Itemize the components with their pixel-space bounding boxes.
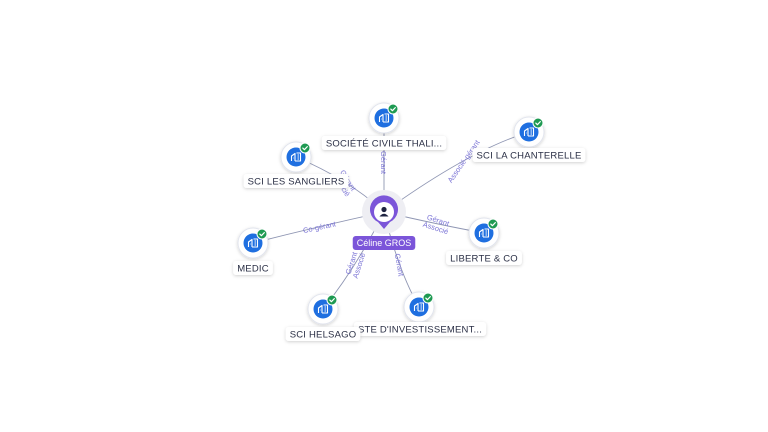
company-label-bg [243, 174, 349, 188]
company-label-liberte-and-co[interactable]: LIBERTE & CO [446, 251, 522, 265]
company-name: MEDIC [237, 263, 269, 274]
company-name: SCI LA CHANTERELLE [477, 150, 582, 161]
company-node-medic[interactable] [237, 227, 269, 259]
edge-role-text: Co-gérant [302, 219, 337, 235]
company-name: LIBERTE & CO [450, 253, 518, 264]
building-icon [243, 233, 263, 253]
company-label-sci-la-chanterelle[interactable]: SCI LA CHANTERELLE [472, 148, 586, 162]
company-label-bg [353, 322, 487, 336]
building-icon [290, 152, 302, 162]
edge-label-ste-dinvestissement: Gérant [393, 253, 406, 278]
verified-check-icon [256, 228, 268, 240]
building-icon [474, 223, 494, 243]
verified-check-icon [387, 103, 399, 115]
building-icon [413, 302, 425, 312]
verified-check-icon [422, 292, 434, 304]
company-name: SCI LES SANGLIERS [248, 176, 345, 187]
company-label-bg [446, 251, 522, 265]
verified-check-icon [532, 117, 544, 129]
edge-label-medic: Co-gérant [302, 219, 337, 235]
building-icon [478, 228, 490, 238]
company-node-sci-les-sangliers[interactable] [280, 141, 312, 173]
building-icon [519, 122, 539, 142]
company-name: SOCIÉTÉ CIVILE THALI... [326, 138, 442, 149]
center-name: Céline GROS [357, 238, 412, 248]
edge-role-text: Gérant [393, 253, 406, 278]
building-icon [313, 299, 333, 319]
company-label-bg [321, 136, 447, 150]
company-node-sci-helsago[interactable] [307, 293, 339, 325]
building-icon [317, 304, 329, 314]
center-node[interactable]: Céline GROS [352, 190, 416, 250]
company-node-liberte-and-co[interactable] [468, 217, 500, 249]
nodes-layer: SCI LES SANGLIERS SOCIÉTÉ CIVILE THALI...… [233, 102, 586, 341]
building-icon [247, 238, 259, 248]
edge-label-societe-civile-thali: Gérant [379, 151, 388, 175]
center-name-label[interactable]: Céline GROS [352, 236, 416, 250]
company-node-ste-dinvestissement[interactable] [403, 291, 435, 323]
building-icon [409, 297, 429, 317]
company-node-sci-la-chanterelle[interactable] [513, 116, 545, 148]
building-icon [374, 108, 394, 128]
person-icon [379, 206, 389, 217]
company-label-sci-helsago[interactable]: SCI HELSAGO [285, 327, 361, 341]
building-icon [378, 113, 390, 123]
edge-role-text: Gérant [379, 151, 388, 175]
company-label-bg [472, 148, 586, 162]
company-label-medic[interactable]: MEDIC [233, 261, 273, 275]
company-label-bg [233, 261, 273, 275]
company-label-sci-les-sangliers[interactable]: SCI LES SANGLIERS [243, 174, 349, 188]
company-name: SCI HELSAGO [290, 329, 357, 340]
building-icon [286, 147, 306, 167]
company-label-bg [285, 327, 361, 341]
company-node-societe-civile-thali[interactable] [368, 102, 400, 134]
building-icon [523, 127, 535, 137]
company-label-ste-dinvestissement[interactable]: STE D'INVESTISSEMENT... [353, 322, 487, 336]
verified-check-icon [487, 218, 499, 230]
verified-check-icon [299, 142, 311, 154]
company-name: STE D'INVESTISSEMENT... [358, 324, 482, 335]
verified-check-icon [326, 294, 338, 306]
company-label-societe-civile-thali[interactable]: SOCIÉTÉ CIVILE THALI... [321, 136, 447, 150]
